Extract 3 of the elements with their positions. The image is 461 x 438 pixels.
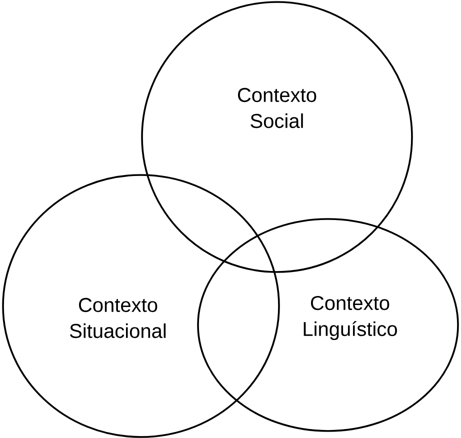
circle-region: Contexto Linguístico bbox=[197, 218, 459, 432]
circle-region: Contexto Situacional bbox=[2, 174, 280, 438]
circle-region: Contexto Social bbox=[141, 1, 413, 273]
